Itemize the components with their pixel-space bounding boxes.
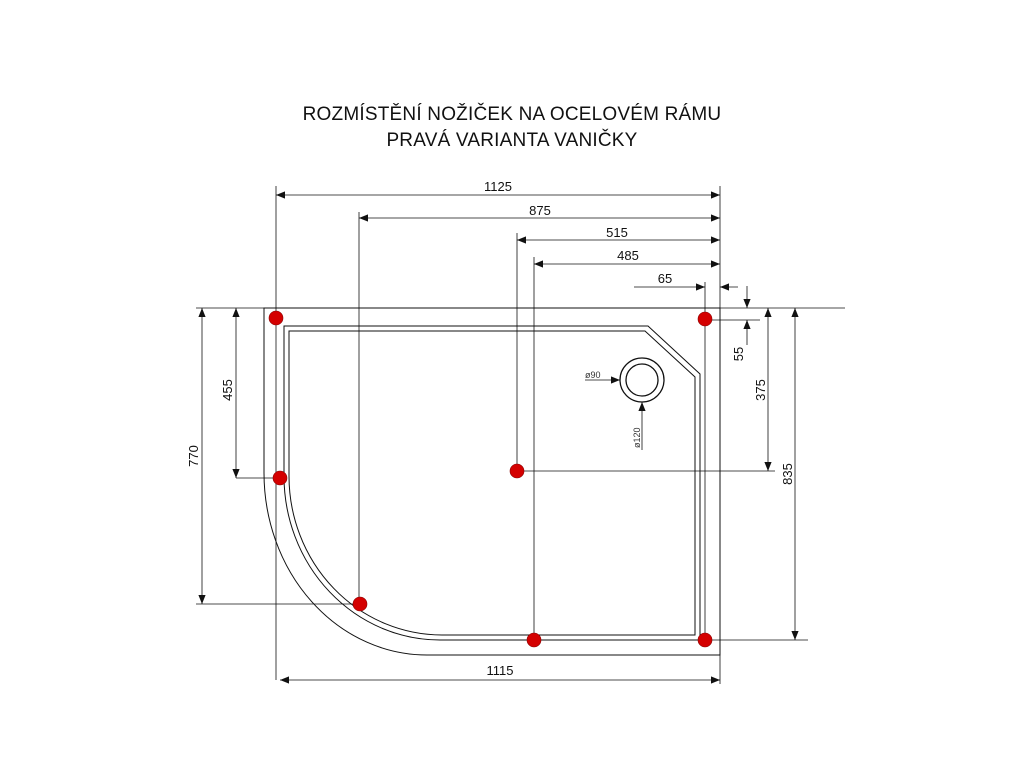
dim-label-485: 485 <box>617 248 639 263</box>
foot-top-right <box>697 311 713 327</box>
foot-lower-arc <box>352 596 368 612</box>
diagram-title-line-2: PRAVÁ VARIANTA VANIČKY <box>386 130 638 151</box>
dim-label-55: 55 <box>731 347 746 361</box>
extension-lines <box>196 186 845 684</box>
tray-inner-edge-1 <box>283 325 701 641</box>
foot-bottom-middle <box>526 632 542 648</box>
dim-label-455: 455 <box>220 379 235 401</box>
foot-top-left <box>268 310 284 326</box>
drain-inner-circle <box>625 363 659 397</box>
dim-label-875: 875 <box>529 203 551 218</box>
dim-label-375: 375 <box>753 379 768 401</box>
dim-label-1125: 1125 <box>484 179 512 194</box>
foot-bottom-right <box>697 632 713 648</box>
dim-label-65: 65 <box>658 271 672 286</box>
foot-left-arc <box>272 470 288 486</box>
drain <box>585 357 665 450</box>
tray-outer-rim <box>263 307 721 656</box>
foot-center <box>509 463 525 479</box>
dim-label-515: 515 <box>606 225 628 240</box>
dim-label-835: 835 <box>780 463 795 485</box>
dimension-lines <box>198 191 799 684</box>
diagram-title-line-1: ROZMÍSTĚNÍ NOŽIČEK NA OCELOVÉM RÁMU <box>302 104 722 125</box>
drain-outer-label: ø120 <box>632 427 642 448</box>
drain-inner-label: ø90 <box>585 370 601 380</box>
tray-inner-edge-2 <box>288 330 696 636</box>
dim-label-1115: 1115 <box>487 663 514 678</box>
tray-outline <box>263 307 721 656</box>
feet <box>268 310 713 648</box>
dim-label-770: 770 <box>186 445 201 467</box>
